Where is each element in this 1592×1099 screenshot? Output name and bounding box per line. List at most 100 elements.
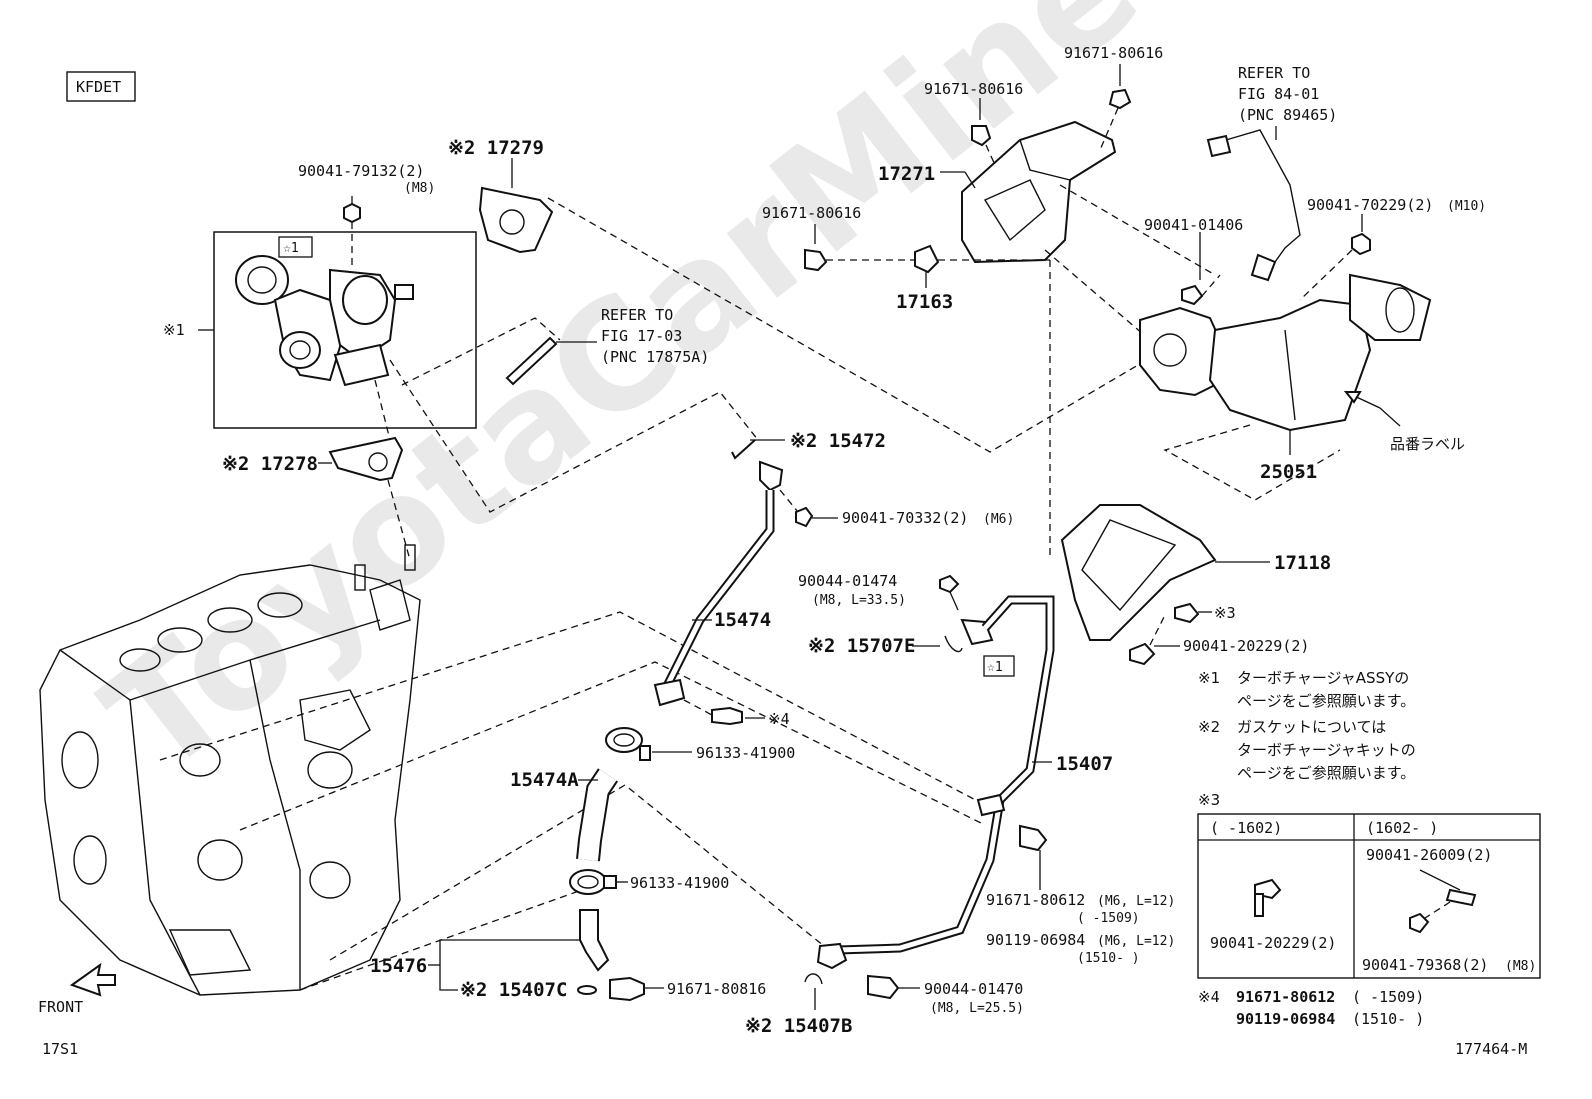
label-90119-06984: 90119-06984 — [986, 931, 1085, 949]
bolt-91671-80816[interactable] — [609, 976, 645, 1002]
label-90041-79132-spec: (M8) — [404, 181, 435, 196]
bracket-17163[interactable] — [914, 244, 940, 274]
bolt-mark-4[interactable] — [711, 706, 743, 726]
bolt-91671-80616-mid[interactable] — [971, 125, 992, 147]
bolt-91671-80612[interactable] — [1019, 824, 1048, 852]
label-15707e: ※2 15707E — [808, 635, 915, 657]
note2-line1: ガスケットについては — [1237, 718, 1386, 736]
label-15472: ※2 15472 — [790, 430, 886, 452]
o2-sensor[interactable] — [1250, 253, 1277, 282]
table-col2-part-bottom-spec: (M8) — [1505, 959, 1536, 974]
notes-panel: ※1 ターボチャージャASSYの ページをご参照願います。 ※2 ガスケットにつ… — [1198, 669, 1416, 809]
note4-line1-range: ( -1509) — [1352, 988, 1424, 1006]
table-col1-part: 90041-20229(2) — [1210, 934, 1336, 952]
star-marker: ☆1 — [987, 660, 1003, 675]
clamp-96133-a[interactable] — [605, 727, 643, 753]
pin-17875a[interactable] — [505, 336, 558, 386]
clamp-96133-b[interactable] — [569, 869, 607, 895]
label-mark-3: ※3 — [1214, 604, 1236, 622]
table-col2-header: (1602- ) — [1366, 819, 1438, 837]
label-90041-20229: 90041-20229(2) — [1183, 637, 1309, 655]
label-25051: 25051 — [1260, 461, 1317, 483]
label-91671-80612: 91671-80612 — [986, 891, 1085, 909]
gasket-15407c[interactable] — [577, 985, 597, 995]
watermark: ToyotaCarMine.ru — [75, 0, 1357, 808]
note1-mark: ※1 — [1198, 669, 1220, 687]
turbo-marker: ☆1 — [283, 241, 299, 256]
label-91671-80816: 91671-80816 — [667, 980, 766, 998]
front-label: FRONT — [38, 998, 83, 1016]
table-stud — [1445, 888, 1477, 907]
label-91671-80616-top: 91671-80616 — [1064, 44, 1163, 62]
bolt-91671-80616-top[interactable] — [1108, 88, 1132, 110]
gasket-17279[interactable] — [478, 186, 554, 254]
label-17163: 17163 — [896, 291, 953, 313]
bolt-90044-01470[interactable] — [867, 974, 900, 1000]
bolt-90041-01406[interactable] — [1181, 284, 1204, 306]
note1-line1: ターボチャージャASSYの — [1237, 669, 1409, 687]
note4-mark: ※4 — [1198, 988, 1220, 1006]
label-15407b: ※2 15407B — [745, 1015, 852, 1037]
gasket-15472[interactable] — [731, 439, 756, 460]
label-90041-70229-spec: (M10) — [1447, 199, 1486, 214]
table-col2-part-bottom: 90041-79368(2) — [1362, 956, 1488, 974]
note2-mark: ※2 — [1198, 718, 1220, 736]
nut-90041-70229[interactable] — [1351, 232, 1371, 256]
label-mark-4: ※4 — [768, 710, 790, 728]
label-90041-70229: 90041-70229(2) — [1307, 196, 1433, 214]
fig-code: 17S1 — [42, 1040, 78, 1058]
turbo-assy-mark: ※1 — [163, 321, 185, 339]
bolt-mark-3[interactable] — [1174, 602, 1200, 624]
union-15476[interactable] — [579, 909, 610, 972]
note2-line3: ページをご参照願います。 — [1237, 764, 1415, 782]
label-90044-01474: 90044-01474 — [798, 572, 897, 590]
refer-17-line2: FIG 17-03 — [601, 327, 682, 345]
label-15407c: ※2 15407C — [460, 979, 567, 1001]
star-marker-box — [983, 655, 1015, 677]
turbo-marker-box — [278, 236, 313, 258]
note3-mark: ※3 — [1198, 791, 1220, 809]
label-15407: 15407 — [1056, 753, 1113, 775]
label-91671-80612-spec: (M6, L=12) — [1097, 894, 1175, 909]
note4-line2-range: (1510- ) — [1352, 1010, 1424, 1028]
label-91671-80612-range: ( -1509) — [1077, 911, 1140, 926]
illustration-id: 177464-M — [1455, 1040, 1527, 1058]
label-17278: ※2 17278 — [222, 453, 318, 475]
model-code-box — [66, 71, 136, 102]
label-17279: ※2 17279 — [448, 137, 544, 159]
refer-17-line1: REFER TO — [601, 306, 673, 324]
refer-84-line2: FIG 84-01 — [1238, 85, 1319, 103]
label-96133-a: 96133-41900 — [696, 744, 795, 762]
label-17118: 17118 — [1274, 552, 1331, 574]
label-90119-06984-range: (1510- ) — [1077, 951, 1140, 966]
gasket-15407b[interactable] — [804, 973, 823, 985]
table-nut — [1409, 912, 1430, 934]
label-part-number-label: 品番ラベル — [1390, 435, 1465, 453]
label-15474a: 15474A — [510, 769, 579, 791]
bolt-90044-01474[interactable] — [939, 574, 960, 594]
engine-block — [39, 544, 421, 996]
label-90041-79132: 90041-79132(2) — [298, 162, 424, 180]
note4-line1-part: 91671-80612 — [1236, 988, 1335, 1006]
note1-line2: ページをご参照願います。 — [1237, 692, 1415, 710]
label-90119-06984-spec: (M6, L=12) — [1097, 934, 1175, 949]
turbocharger[interactable] — [235, 255, 414, 387]
table-col1-header: ( -1602) — [1210, 819, 1282, 837]
catalytic-converter-25051[interactable] — [1139, 273, 1432, 432]
refer-84-line3: (PNC 89465) — [1238, 106, 1337, 124]
note4-line2-part: 90119-06984 — [1236, 1010, 1335, 1028]
bolt-91671-80616-left[interactable] — [804, 248, 828, 272]
label-91671-80616-left: 91671-80616 — [762, 204, 861, 222]
bolt-90041-20229[interactable] — [1129, 642, 1156, 666]
label-90041-70332-spec: (M6) — [983, 512, 1014, 527]
note2-line2: ターボチャージャキットの — [1237, 741, 1416, 759]
label-91671-80616-mid: 91671-80616 — [924, 80, 1023, 98]
label-90041-01406: 90041-01406 — [1144, 216, 1243, 234]
nut-m8[interactable] — [343, 202, 361, 224]
bolt-90041-70332[interactable] — [795, 506, 814, 528]
label-90044-01474-spec: (M8, L=33.5) — [812, 593, 906, 608]
o2-connector[interactable] — [1206, 134, 1232, 158]
flange-15474[interactable] — [759, 460, 784, 492]
